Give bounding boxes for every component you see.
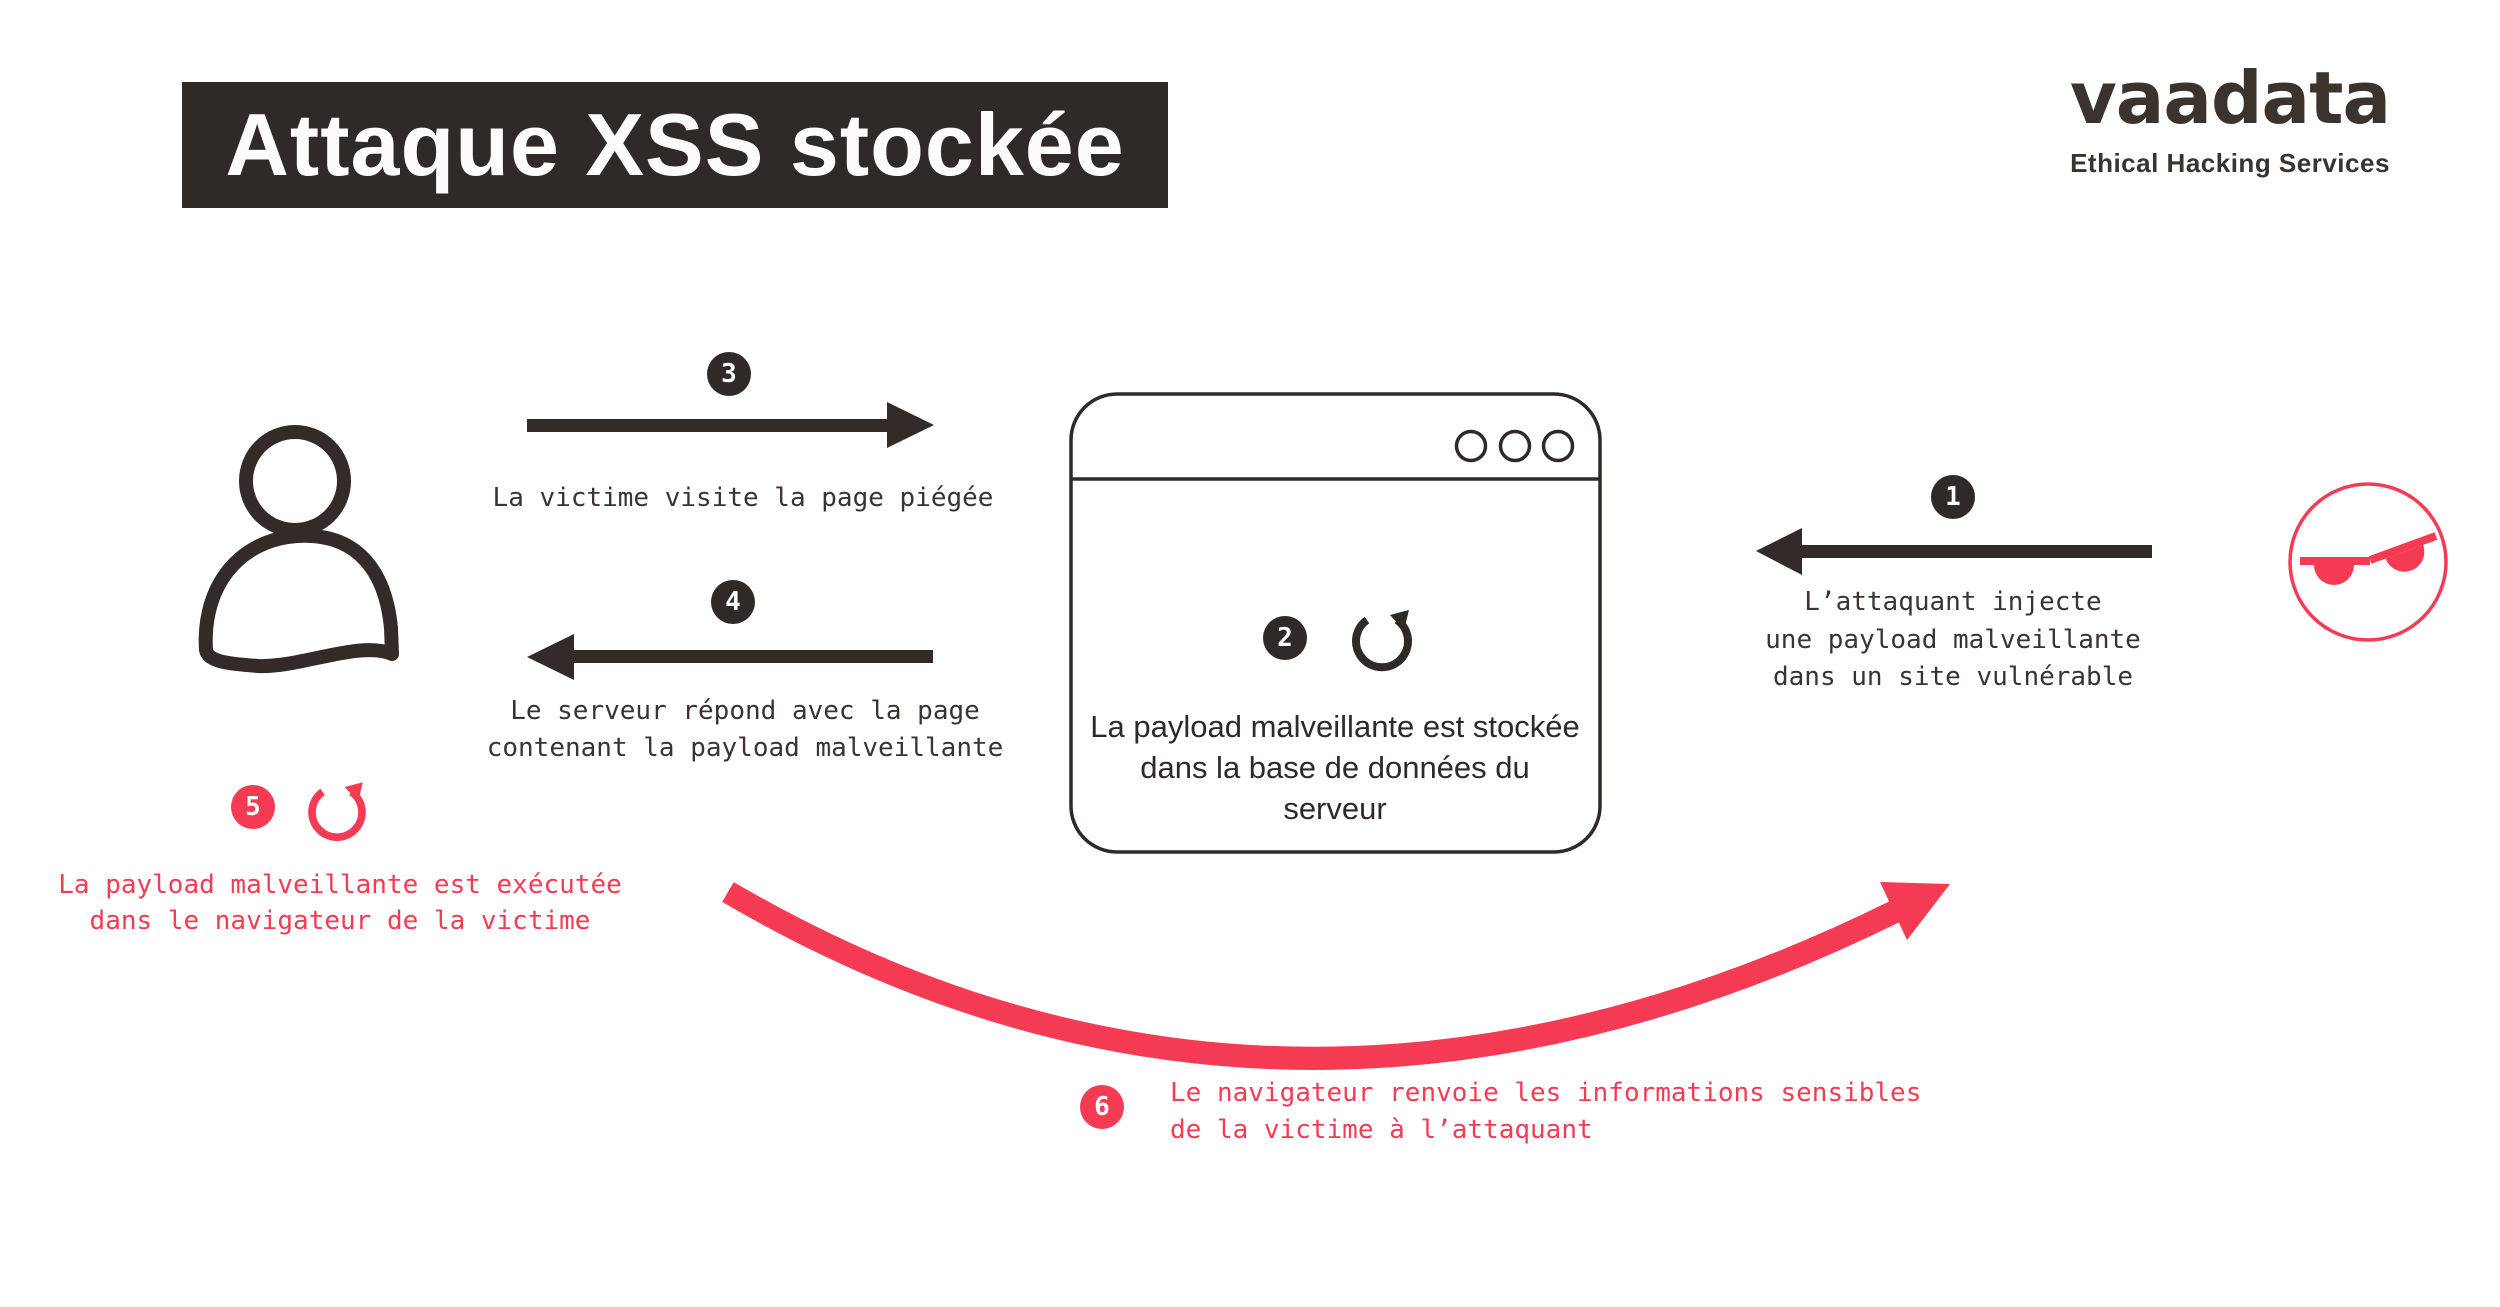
step-3-number: 3: [721, 359, 737, 389]
window-control-dot: [1541, 429, 1575, 463]
step-6-badge: 6: [1080, 1085, 1124, 1129]
step-6-number: 6: [1094, 1092, 1110, 1122]
step-3-label: La victime visite la page piégée: [492, 483, 994, 513]
vaadata-logo: vaadata Ethical Hacking Services: [2040, 48, 2420, 179]
step-5-number: 5: [245, 792, 261, 822]
step-4-number: 4: [725, 587, 741, 617]
arrow-step-6: [722, 882, 1950, 1070]
angry-face-icon: [2288, 482, 2448, 642]
refresh-icon: [1352, 610, 1412, 672]
title-banner: Attaque XSS stockée: [182, 82, 1168, 208]
arrow-step-1: [1756, 528, 2152, 575]
step-1-label: L’attaquant injecte une payload malveill…: [1765, 587, 2141, 692]
step-5-badge: 5: [231, 785, 275, 829]
logo-wordmark: vaadata: [2069, 56, 2391, 140]
person-icon: [198, 425, 399, 674]
left-eye: [2300, 557, 2370, 585]
step-5-label: La payload malveillante est exécutée dan…: [58, 870, 622, 936]
logo-tagline: Ethical Hacking Services: [2070, 148, 2390, 178]
step-1-badge: 1: [1931, 475, 1975, 519]
step-6-label: Le navigateur renvoie les informations s…: [1170, 1078, 1922, 1145]
step-3-badge: 3: [707, 352, 751, 396]
step-2-label: La payload malveillante est stockée dans…: [1090, 709, 1580, 826]
step-2-badge: 2: [1263, 616, 1307, 660]
step-1-number: 1: [1945, 482, 1961, 512]
window-control-dot: [1454, 429, 1488, 463]
window-control-dot: [1498, 429, 1532, 463]
browser-window-icon: [1069, 392, 1602, 854]
step-4-badge: 4: [711, 580, 755, 624]
refresh-icon-red: [308, 782, 366, 841]
step-2-number: 2: [1277, 623, 1293, 653]
right-eye: [2368, 532, 2438, 572]
page-title: Attaque XSS stockée: [225, 95, 1125, 194]
arrow-step-4: [527, 634, 933, 680]
step-4-label: Le serveur répond avec la page contenant…: [486, 696, 1004, 763]
arrow-step-3: [527, 402, 934, 448]
